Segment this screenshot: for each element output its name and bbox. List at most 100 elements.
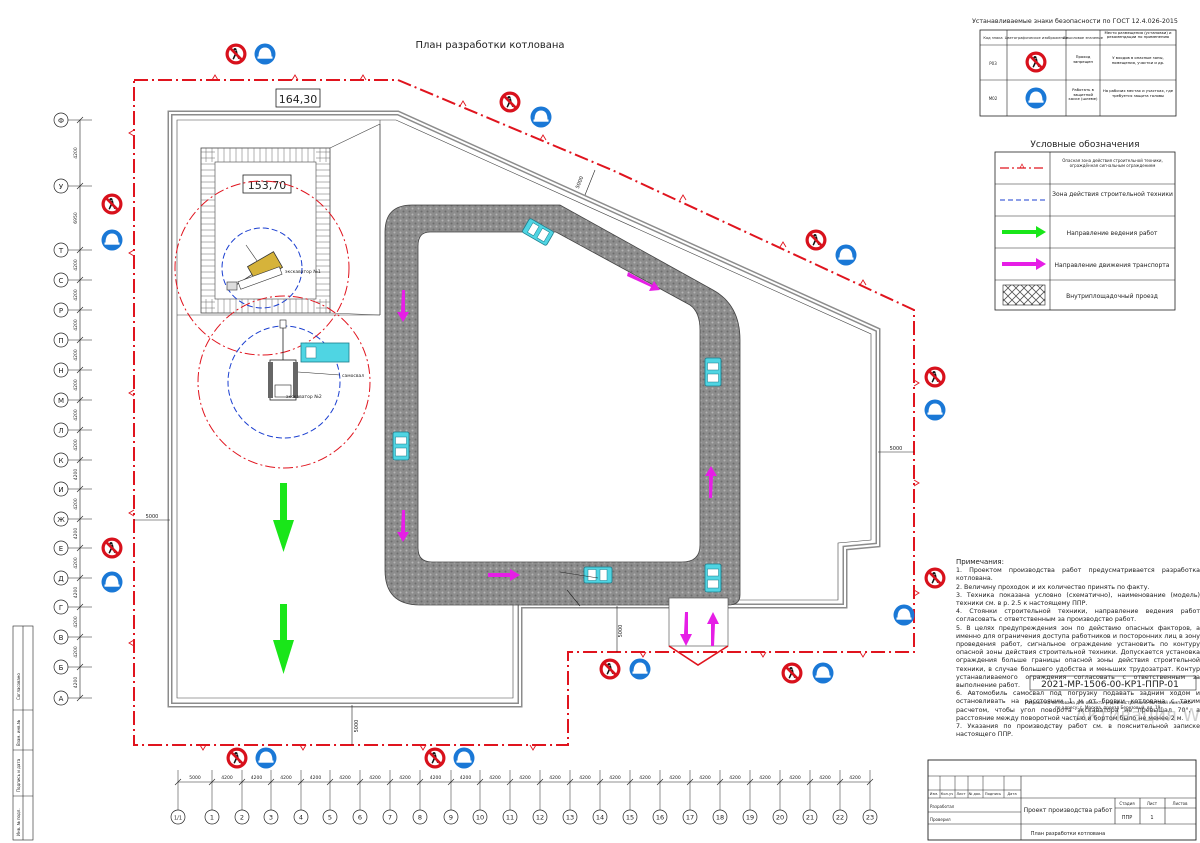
- elevation-pit-marker: 153,70: [248, 179, 287, 192]
- work-direction-arrows: [273, 483, 294, 674]
- svg-text:5: 5: [328, 814, 332, 822]
- row-dimension: 4200: [73, 557, 79, 569]
- svg-text:№ док.: № док.: [969, 792, 982, 796]
- row-axis-grid: ФУТСРПНМЛКИЖЕДГВБА4200695042004200420042…: [53, 112, 92, 706]
- svg-text:Проверил: Проверил: [930, 817, 951, 822]
- legend: Условные обозначения Опасная зона действ…: [994, 140, 1176, 311]
- stamp-inv: Инв. № подл.: [16, 808, 21, 836]
- excavator-2-label: экскаватор №2: [286, 394, 322, 400]
- dim-5000-cut: 5000: [618, 625, 624, 638]
- row-axis-bubble: П: [53, 332, 92, 348]
- legend-transport-arrow-icon: [1002, 258, 1046, 270]
- svg-text:10: 10: [476, 814, 484, 822]
- column-axis-bubble: 2: [234, 770, 250, 825]
- note-item: 3. Техника показана условно (схематично)…: [956, 591, 1200, 608]
- svg-text:19: 19: [746, 814, 754, 822]
- column-axis-bubble: 22: [832, 770, 848, 825]
- row-axis-bubble: Л: [53, 422, 92, 438]
- svg-text:Направление ведения работ: Направление ведения работ: [1067, 230, 1158, 237]
- svg-text:1: 1: [1150, 815, 1153, 821]
- column-axis-bubble: 8: [412, 770, 428, 825]
- row-axis-bubble: Ф: [53, 112, 92, 128]
- svg-text:Изм.: Изм.: [930, 792, 938, 796]
- row-axis-bubble: И: [53, 481, 92, 497]
- column-axis-bubble: 5: [322, 770, 338, 825]
- notes-header: Примечания:: [956, 558, 1004, 566]
- column-axis-bubble: 4: [293, 770, 309, 825]
- svg-text:Р: Р: [59, 307, 63, 315]
- column-axis-bubble: 1/1: [170, 770, 186, 825]
- row-axis-bubble: Т: [53, 242, 92, 258]
- helmet-sign-icon: [835, 244, 857, 266]
- no-entry-sign-icon: [923, 365, 947, 389]
- column-dimension: 4200: [789, 775, 801, 781]
- column-axis-bubble: 7: [382, 770, 398, 825]
- stamp-agreed: Согласовано: [16, 673, 21, 700]
- row-dimension: 4200: [73, 289, 79, 301]
- svg-text:Л: Л: [58, 427, 63, 435]
- svg-text:Ф: Ф: [58, 117, 64, 125]
- svg-text:M02: M02: [989, 96, 998, 101]
- svg-text:3: 3: [269, 814, 273, 822]
- no-entry-sign-icon: [780, 661, 804, 685]
- column-dimension: 4200: [759, 775, 771, 781]
- svg-text:8: 8: [418, 814, 422, 822]
- svg-text:Условные обозначения: Условные обозначения: [1030, 140, 1139, 150]
- svg-text:16: 16: [656, 814, 664, 822]
- helmet-sign-icon: [812, 662, 834, 684]
- svg-text:14: 14: [596, 814, 604, 822]
- column-dimension: 4200: [460, 775, 472, 781]
- note-item: 1. Проектом производства работ предусмат…: [956, 567, 1200, 583]
- notes-block: Примечания: 1. Проектом производства раб…: [956, 558, 1200, 739]
- column-dimension: 4200: [251, 775, 263, 781]
- row-dimension: 4200: [73, 469, 79, 481]
- row-dimension: 4200: [73, 528, 79, 540]
- helmet-sign-icon: [530, 106, 552, 128]
- svg-text:15: 15: [626, 814, 634, 822]
- svg-text:17: 17: [686, 814, 694, 822]
- svg-text:1: 1: [210, 814, 214, 822]
- row-dimension: 4200: [73, 319, 79, 331]
- fence-offset-dimensions: [134, 169, 914, 745]
- row-axis-bubble: Р: [53, 302, 92, 318]
- stamp-sign-date: Подпись и дата: [16, 758, 21, 792]
- column-dimension: 4200: [310, 775, 322, 781]
- no-entry-sign-icon: [224, 42, 248, 66]
- row-dimension: 4200: [73, 587, 79, 599]
- svg-text:9: 9: [449, 814, 453, 822]
- column-axis-bubble: 17: [682, 770, 698, 825]
- column-dimension: 4200: [399, 775, 411, 781]
- stage-cells: Стадия Лист Листов ППР 1: [1119, 801, 1188, 821]
- dim-5000-diag: 5000: [575, 176, 585, 190]
- column-dimension: 4200: [221, 775, 233, 781]
- row-dimension: 4200: [73, 677, 79, 689]
- svg-text:Лист: Лист: [956, 792, 965, 796]
- svg-text:Кол.уч: Кол.уч: [941, 792, 953, 796]
- excavator-1: [226, 244, 284, 291]
- svg-text:Г: Г: [59, 604, 63, 612]
- column-axis-bubble: 13: [562, 770, 578, 825]
- legend-road-hatch-icon: [1002, 284, 1046, 306]
- elevation-top-marker: 164,30: [275, 88, 321, 108]
- svg-text:Внутриплощадочный проезд: Внутриплощадочный проезд: [1066, 293, 1158, 300]
- row-dimension: 4200: [73, 259, 79, 271]
- svg-text:А: А: [59, 695, 64, 703]
- column-axis-bubble: 6: [352, 770, 368, 825]
- svg-text:22: 22: [836, 814, 844, 822]
- row-axis-bubble: К: [53, 452, 92, 468]
- excavator-2: [268, 319, 350, 401]
- column-axis-bubble: 19: [742, 770, 758, 825]
- svg-text:Е: Е: [59, 545, 63, 553]
- svg-text:Б: Б: [59, 664, 64, 672]
- row-axis-bubble: Д: [53, 570, 92, 586]
- no-entry-sign-icon: [100, 536, 124, 560]
- svg-text:Код знака: Код знака: [983, 36, 1002, 40]
- row-dimension: 4200: [73, 349, 79, 361]
- sheet-title: План разработки котлована: [1031, 831, 1106, 837]
- helmet-sign-icon: [893, 604, 915, 626]
- row-axis-bubble: Г: [53, 599, 92, 615]
- excavator-1-label: экскаватор №1: [285, 269, 321, 275]
- column-dimension: 4200: [549, 775, 561, 781]
- helmet-sign-icon: [453, 747, 475, 769]
